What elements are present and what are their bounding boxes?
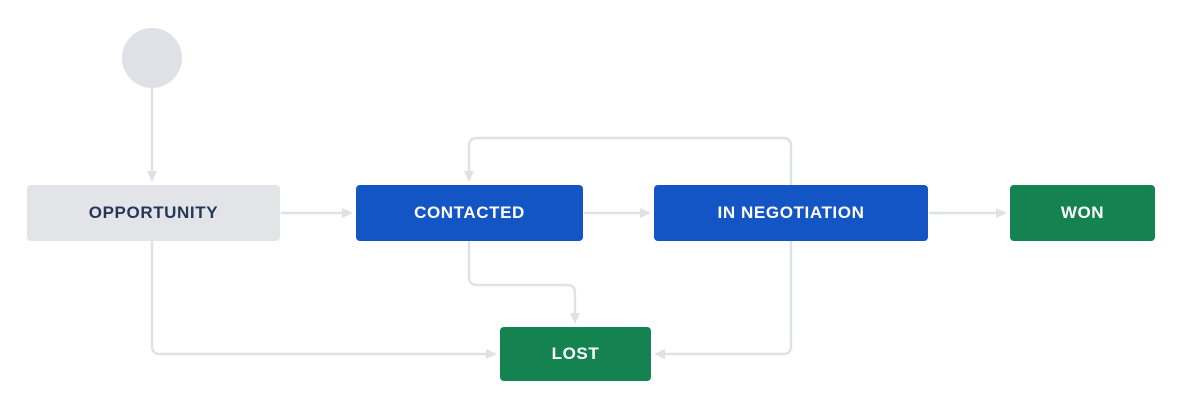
node-opportunity-label: OPPORTUNITY	[88, 203, 219, 222]
edge-opportunity-to-lost	[150, 239, 497, 359]
node-won-label: WON	[1060, 203, 1105, 222]
edge-contacted-to-lost	[467, 239, 580, 324]
node-lost[interactable]: LOST	[500, 327, 651, 381]
edge-in-negotiation-to-contacted	[464, 136, 793, 187]
node-won[interactable]: WON	[1010, 185, 1155, 241]
node-start-circle[interactable]	[122, 28, 182, 88]
edge-in-negotiation-to-lost	[654, 239, 793, 359]
node-in-negotiation-label: IN NEGOTIATION	[717, 203, 865, 222]
node-lost-label: LOST	[551, 344, 600, 363]
node-contacted-label: CONTACTED	[414, 203, 525, 222]
node-opportunity[interactable]: OPPORTUNITY	[27, 185, 280, 241]
node-contacted[interactable]: CONTACTED	[356, 185, 583, 241]
node-in-negotiation[interactable]: IN NEGOTIATION	[654, 185, 928, 241]
